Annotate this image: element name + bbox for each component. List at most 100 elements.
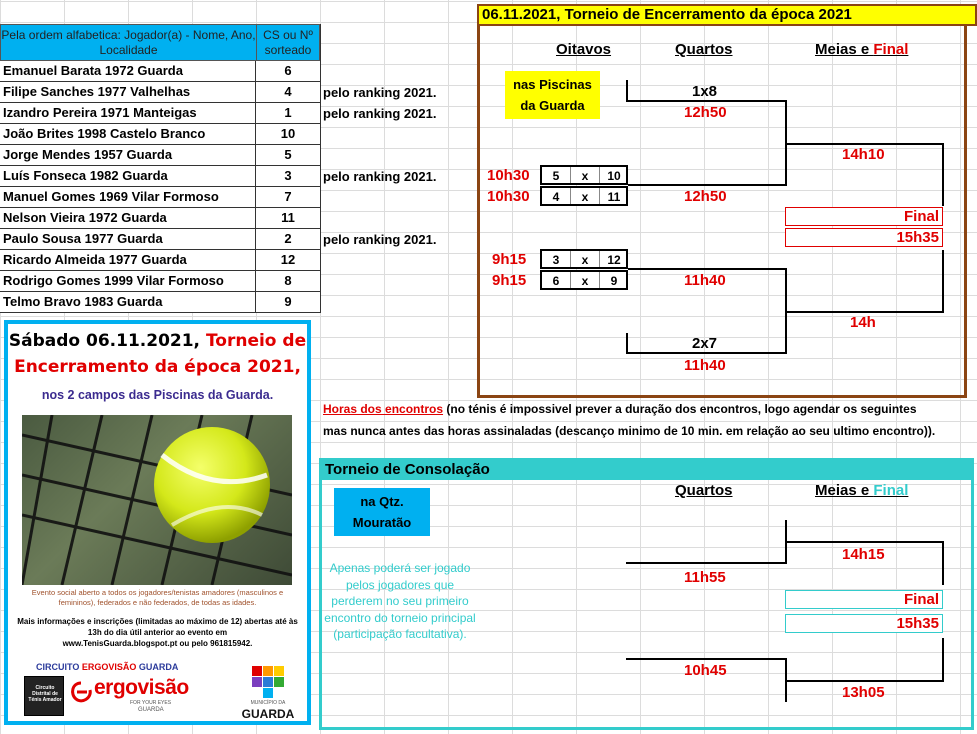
bracket-line bbox=[942, 143, 944, 206]
player-name: Telmo Bravo 1983 Guarda bbox=[0, 292, 256, 312]
ergovisao-logo: ergovisão FOR YOUR EYES GUARDA bbox=[68, 676, 188, 716]
main-title: 06.11.2021, Torneio de Encerramento da é… bbox=[482, 6, 852, 24]
cons-final-label-box: Final bbox=[785, 590, 943, 609]
player-name: Filipe Sanches 1977 Valhelhas bbox=[0, 82, 256, 102]
bracket-line bbox=[942, 541, 944, 585]
player-seed: 11 bbox=[256, 208, 320, 228]
final-time-box: 15h35 bbox=[785, 228, 943, 247]
circuito-a: CIRCUITO bbox=[36, 662, 82, 672]
ranking-note: pelo ranking 2021. bbox=[323, 83, 436, 103]
player-name: Izandro Pereira 1971 Manteigas bbox=[0, 103, 256, 123]
player-name: Paulo Sousa 1977 Guarda bbox=[0, 229, 256, 249]
player-seed: 5 bbox=[256, 145, 320, 165]
poster-title-line2: Encerramento da época 2021, bbox=[8, 356, 307, 378]
player-name: Manuel Gomes 1969 Vilar Formoso bbox=[0, 187, 256, 207]
m1-time: 14h10 bbox=[842, 146, 885, 163]
r16-a-time: 10h30 bbox=[487, 167, 530, 184]
bracket-line bbox=[626, 658, 787, 660]
versus: x bbox=[571, 189, 599, 205]
consolacao-title: Torneio de Consolação bbox=[325, 461, 490, 478]
ergovisao-guarda: GUARDA bbox=[138, 707, 164, 713]
poster-title-line1: Sábado 06.11.2021, Torneio de bbox=[8, 330, 307, 352]
player-name: João Brites 1998 Castelo Branco bbox=[0, 124, 256, 144]
m2-time: 14h bbox=[850, 314, 876, 331]
circuito-logo: Circuito Distrital de Ténis Amador bbox=[24, 676, 64, 716]
player-name: Luís Fonseca 1982 Guarda bbox=[0, 166, 256, 186]
table-row: João Brites 1998 Castelo Branco10 bbox=[0, 124, 320, 145]
player-b: 10 bbox=[600, 168, 628, 184]
bracket-line bbox=[626, 562, 787, 564]
poster-body-2: Mais informações e inscrições (limitadas… bbox=[16, 616, 299, 638]
bracket-line bbox=[785, 268, 787, 352]
ranking-note: pelo ranking 2021. bbox=[323, 167, 436, 187]
player-name: Jorge Mendes 1957 Guarda bbox=[0, 145, 256, 165]
bracket-line bbox=[785, 143, 943, 145]
bracket-line bbox=[942, 250, 944, 313]
player-b: 11 bbox=[600, 189, 628, 205]
player-b: 12 bbox=[600, 252, 628, 268]
col-meias-label: Meias e bbox=[815, 41, 873, 58]
bracket-line bbox=[626, 100, 786, 102]
cons-m2-time: 13h05 bbox=[842, 684, 885, 701]
poster-subtitle: nos 2 campos das Piscinas da Guarda. bbox=[8, 388, 307, 402]
versus: x bbox=[571, 168, 599, 184]
ergovisao-tagline: FOR YOUR EYES bbox=[130, 700, 171, 706]
versus: x bbox=[571, 273, 599, 289]
q4-match: 2x7 bbox=[692, 335, 717, 352]
player-seed: 10 bbox=[256, 124, 320, 144]
guarda-label: GUARDA bbox=[234, 707, 302, 721]
info-line-2: mas nunca antes das horas assinaladas (d… bbox=[323, 424, 935, 438]
versus: x bbox=[571, 252, 599, 268]
cons-q1-time: 11h55 bbox=[684, 569, 726, 586]
event-poster: Sábado 06.11.2021, Torneio de Encerramen… bbox=[4, 320, 311, 725]
municipio-cubes-icon bbox=[248, 664, 288, 698]
r16-match-b: 4 x 11 bbox=[540, 186, 628, 206]
r16-match-c: 3 x 12 bbox=[540, 249, 628, 269]
col-final-label: Final bbox=[873, 41, 908, 58]
poster-body-1: Evento social aberto a todos os jogadore… bbox=[18, 588, 297, 608]
municipio-label: MUNICÍPIO DA bbox=[234, 700, 302, 706]
ergovisao-swirl-icon bbox=[68, 680, 94, 704]
player-a: 6 bbox=[542, 273, 570, 289]
bracket-line bbox=[785, 311, 943, 313]
circuito-c: GUARDA bbox=[136, 662, 178, 672]
q1-match: 1x8 bbox=[692, 83, 717, 100]
table-border bbox=[320, 24, 321, 313]
venue-badge: nas Piscinas da Guarda bbox=[505, 71, 600, 119]
r16-d-time: 9h15 bbox=[492, 272, 526, 289]
bracket-line bbox=[942, 638, 944, 682]
player-a: 4 bbox=[542, 189, 570, 205]
cons-m1-time: 14h15 bbox=[842, 546, 885, 563]
cons-q2-time: 10h45 bbox=[684, 662, 727, 679]
tennis-net-ball-illustration bbox=[22, 415, 292, 585]
header-name-cell: Pela ordem alfabetica: Jogador(a) - Nome… bbox=[0, 24, 257, 61]
bracket-line bbox=[626, 333, 628, 354]
cons-col-meias-label: Meias e bbox=[815, 482, 873, 499]
ergovisao-text: ergovisão bbox=[94, 676, 189, 700]
q1-time: 12h50 bbox=[684, 104, 727, 121]
circuito-logo-text: Circuito Distrital de Ténis Amador bbox=[27, 685, 63, 703]
header-seed-cell: CS ou Nº sorteado bbox=[256, 24, 320, 61]
cons-col-meias-final: Meias e Final bbox=[815, 482, 908, 499]
final-label-box: Final bbox=[785, 207, 943, 226]
r16-match-d: 6 x 9 bbox=[540, 270, 628, 290]
q2-time: 12h50 bbox=[684, 188, 727, 205]
q4-time: 11h40 bbox=[684, 357, 726, 374]
bracket-line bbox=[626, 80, 628, 102]
r16-c-time: 9h15 bbox=[492, 251, 526, 268]
ranking-note: pelo ranking 2021. bbox=[323, 230, 436, 250]
bracket-line bbox=[628, 268, 787, 270]
player-seed: 1 bbox=[256, 103, 320, 123]
tennis-photo bbox=[22, 415, 292, 585]
bracket-line bbox=[785, 541, 943, 543]
poster-body-3: www.TenisGuarda.blogspot.pt ou pelo 9618… bbox=[16, 638, 299, 649]
